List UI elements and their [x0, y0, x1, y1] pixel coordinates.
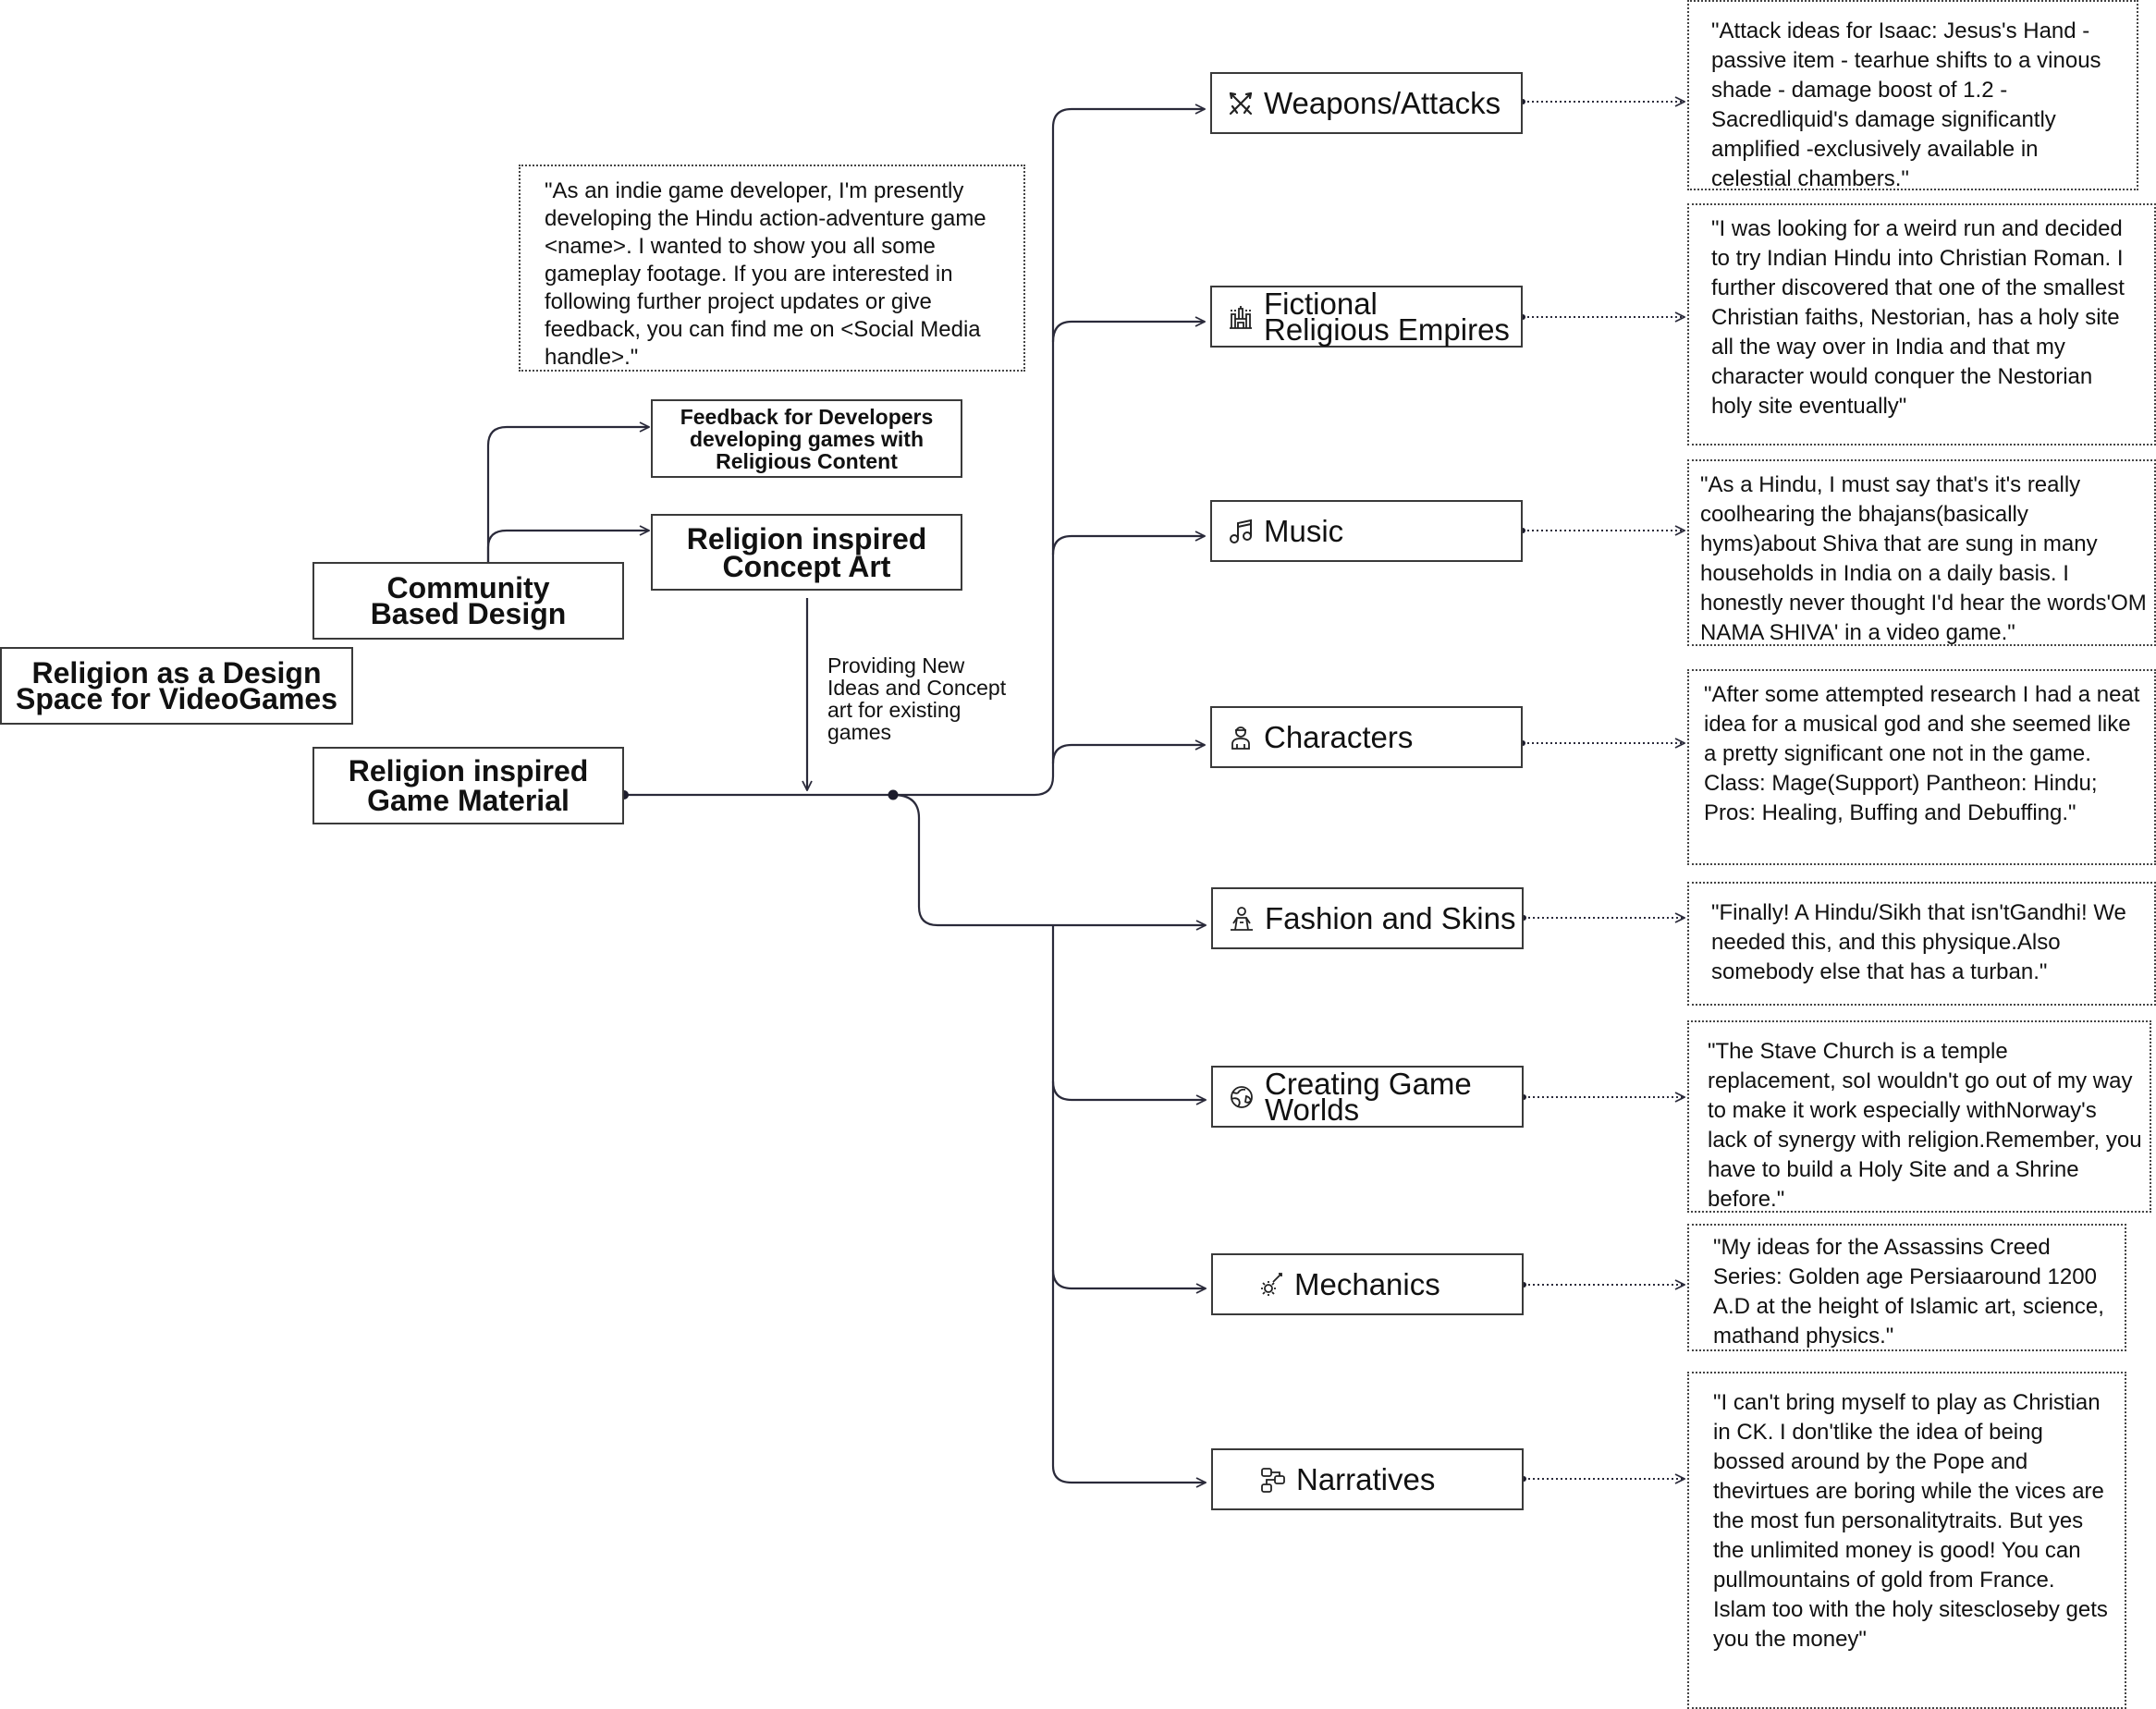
category-label-line1: Creating Game [1265, 1066, 1472, 1101]
category-label-line2: Worlds [1265, 1092, 1360, 1127]
category-label-line2: Religious Empires [1264, 311, 1510, 347]
quote-music: "As a Hindu, I must say that's it's real… [1687, 459, 2156, 646]
category-label: Fashion and Skins [1265, 900, 1516, 935]
edge-label: Providing New Ideas and Concept art for … [827, 654, 1006, 743]
game-material-node[interactable]: Religion inspired Game Material [312, 747, 624, 824]
trunk-upper [1034, 109, 1205, 797]
root-label-line1: Religion as a Design [31, 656, 322, 690]
category-music[interactable]: Music [1210, 500, 1523, 562]
category-creating-game-worlds[interactable]: Creating Game Worlds [1211, 1066, 1524, 1128]
category-mechanics[interactable]: Mechanics [1211, 1253, 1524, 1315]
gear-wrench-icon [1261, 1272, 1282, 1296]
edge-label-line4: games [827, 720, 892, 744]
game-material-label-line2: Game Material [367, 784, 570, 817]
quote-characters: "After some attempted research I had a n… [1687, 669, 2156, 865]
root-node[interactable]: Religion as a Design Space for VideoGame… [0, 647, 353, 725]
quote-fashion-skins: "Finally! A Hindu/Sikh that isn'tGandhi!… [1687, 882, 2156, 1006]
category-narratives[interactable]: Narratives [1211, 1448, 1524, 1510]
feedback-label-line3: Religious Content [716, 448, 898, 473]
edge-label-line2: Ideas and Concept [827, 676, 1007, 700]
castle-icon [1230, 305, 1252, 329]
category-label-line1: Fictional [1264, 286, 1378, 321]
concept-art-label-line2: Concept Art [722, 549, 891, 583]
developer-quote: "As an indie game developer, I'm present… [519, 165, 1025, 372]
community-label-line2: Based Design [370, 597, 567, 630]
category-fashion-skins[interactable]: Fashion and Skins [1211, 887, 1524, 949]
edge-community-conceptart [486, 531, 649, 564]
category-label: Narratives [1296, 1461, 1436, 1496]
feedback-node[interactable]: Feedback for Developers developing games… [651, 399, 962, 478]
story-flow-icon [1261, 1467, 1285, 1493]
quote-creating-game-worlds: "The Stave Church is a temple replacemen… [1687, 1020, 2151, 1213]
edge-community-feedback [486, 427, 649, 564]
category-weapons-attacks[interactable]: Weapons/Attacks [1210, 72, 1523, 134]
category-label: Weapons/Attacks [1264, 85, 1501, 120]
category-label: Characters [1264, 719, 1414, 754]
quote-weapons-attacks: "Attack ideas for Isaac: Jesus's Hand -p… [1687, 0, 2138, 190]
globe-icon [1231, 1085, 1253, 1108]
category-label: Mechanics [1294, 1266, 1440, 1301]
category-label: Music [1264, 513, 1344, 548]
outfit-icon [1231, 906, 1253, 931]
community-label-line1: Community [386, 571, 550, 604]
person-icon [1231, 726, 1250, 750]
game-material-label-line1: Religion inspired [348, 754, 589, 787]
music-note-icon [1230, 519, 1252, 543]
trunk-lower [892, 793, 1206, 925]
feedback-label-line1: Feedback for Developers [680, 404, 934, 429]
edge-label-line3: art for existing [827, 698, 962, 722]
quote-fictional-religious-empires: "I was looking for a weird run and decid… [1687, 203, 2156, 446]
quote-narratives: "I can't bring myself to play as Christi… [1687, 1372, 2126, 1709]
category-characters[interactable]: Characters [1210, 706, 1523, 768]
root-label-line2: Space for VideoGames [16, 682, 337, 715]
concept-art-label-line1: Religion inspired [686, 521, 927, 555]
feedback-label-line2: developing games with [689, 426, 925, 451]
edge-label-line1: Providing New [827, 653, 965, 677]
crossed-swords-icon [1229, 92, 1253, 115]
concept-art-node[interactable]: Religion inspired Concept Art [651, 514, 962, 591]
category-fictional-religious-empires[interactable]: Fictional Religious Empires [1210, 286, 1523, 348]
community-node[interactable]: Community Based Design [312, 562, 624, 640]
quote-mechanics: "My ideas for the Assassins Creed Series… [1687, 1224, 2126, 1351]
